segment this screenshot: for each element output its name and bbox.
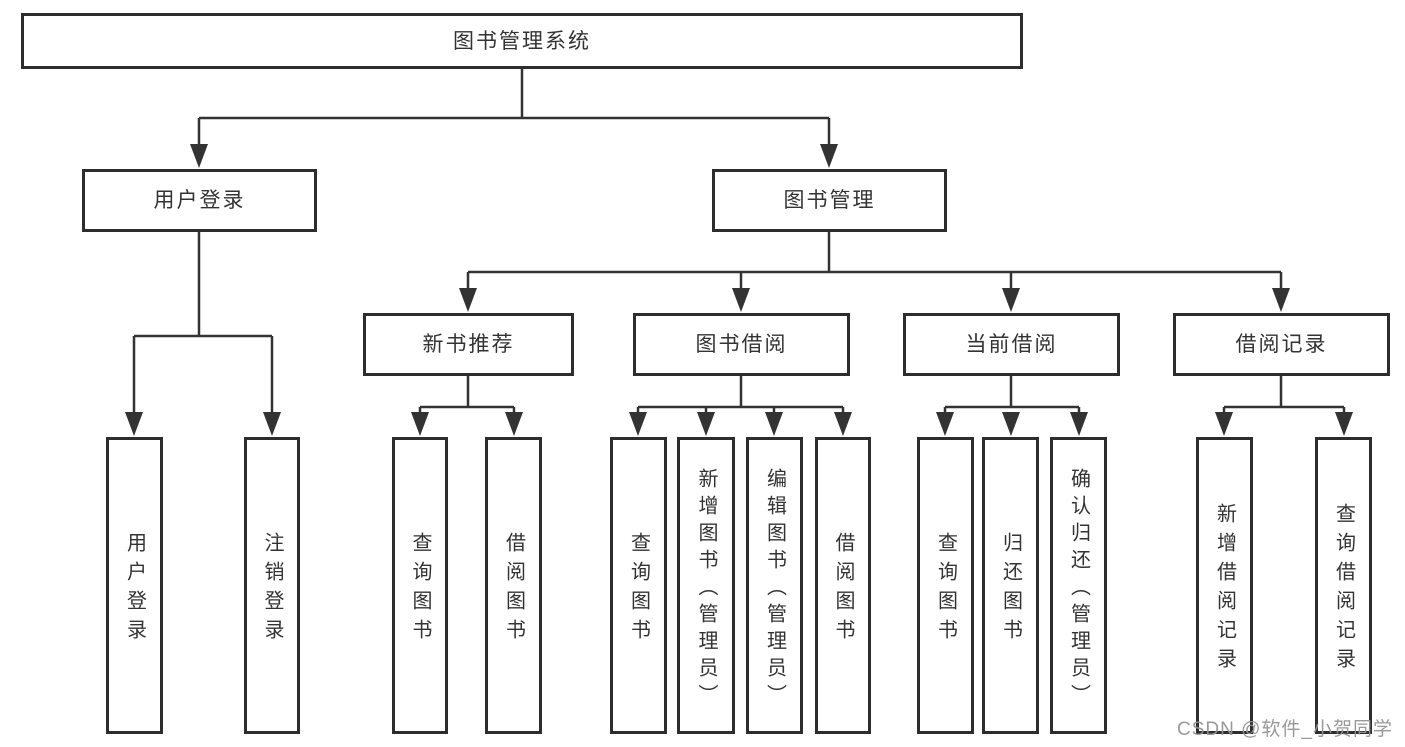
connectors-book-borrow (629, 376, 852, 436)
connectors-new-book (411, 376, 523, 436)
leaf-add-borrow-record: 新增借阅记录 (1196, 437, 1253, 734)
leaf-borrow-book: 借阅图书 (815, 437, 871, 734)
csdn-watermark: CSDN @软件_小贺同学 (1177, 719, 1393, 740)
leaf-query-borrow-record: 查询借阅记录 (1315, 437, 1372, 734)
leaf-return-book: 归还图书 (982, 437, 1039, 734)
leaf-query-book-borrow: 查询图书 (610, 437, 667, 734)
node-new-book-recommend: 新书推荐 (363, 313, 574, 376)
leaf-borrow-book-recommend: 借阅图书 (485, 437, 542, 734)
connectors-root (190, 69, 838, 168)
node-book-management: 图书管理 (712, 169, 947, 232)
node-book-borrow: 图书借阅 (633, 313, 850, 376)
node-borrow-record: 借阅记录 (1173, 313, 1390, 376)
node-current-borrow: 当前借阅 (903, 313, 1120, 376)
leaf-logout: 注销登录 (244, 437, 300, 734)
leaf-add-book-admin: 新增图书（管理员） (677, 437, 735, 734)
leaf-user-login: 用户登录 (106, 437, 163, 734)
node-user-login-group: 用户登录 (82, 169, 317, 232)
connectors-borrow-record (1215, 376, 1353, 436)
leaf-edit-book-admin: 编辑图书（管理员） (746, 437, 803, 734)
connectors-book-management (459, 232, 1290, 312)
connectors-user-login (125, 232, 281, 436)
connectors-current-borrow (936, 376, 1088, 436)
leaf-query-book-current: 查询图书 (917, 437, 974, 734)
node-library-management-system: 图书管理系统 (21, 13, 1023, 69)
leaf-query-book-recommend: 查询图书 (392, 437, 448, 734)
leaf-confirm-return-admin: 确认归还（管理员） (1050, 437, 1107, 734)
